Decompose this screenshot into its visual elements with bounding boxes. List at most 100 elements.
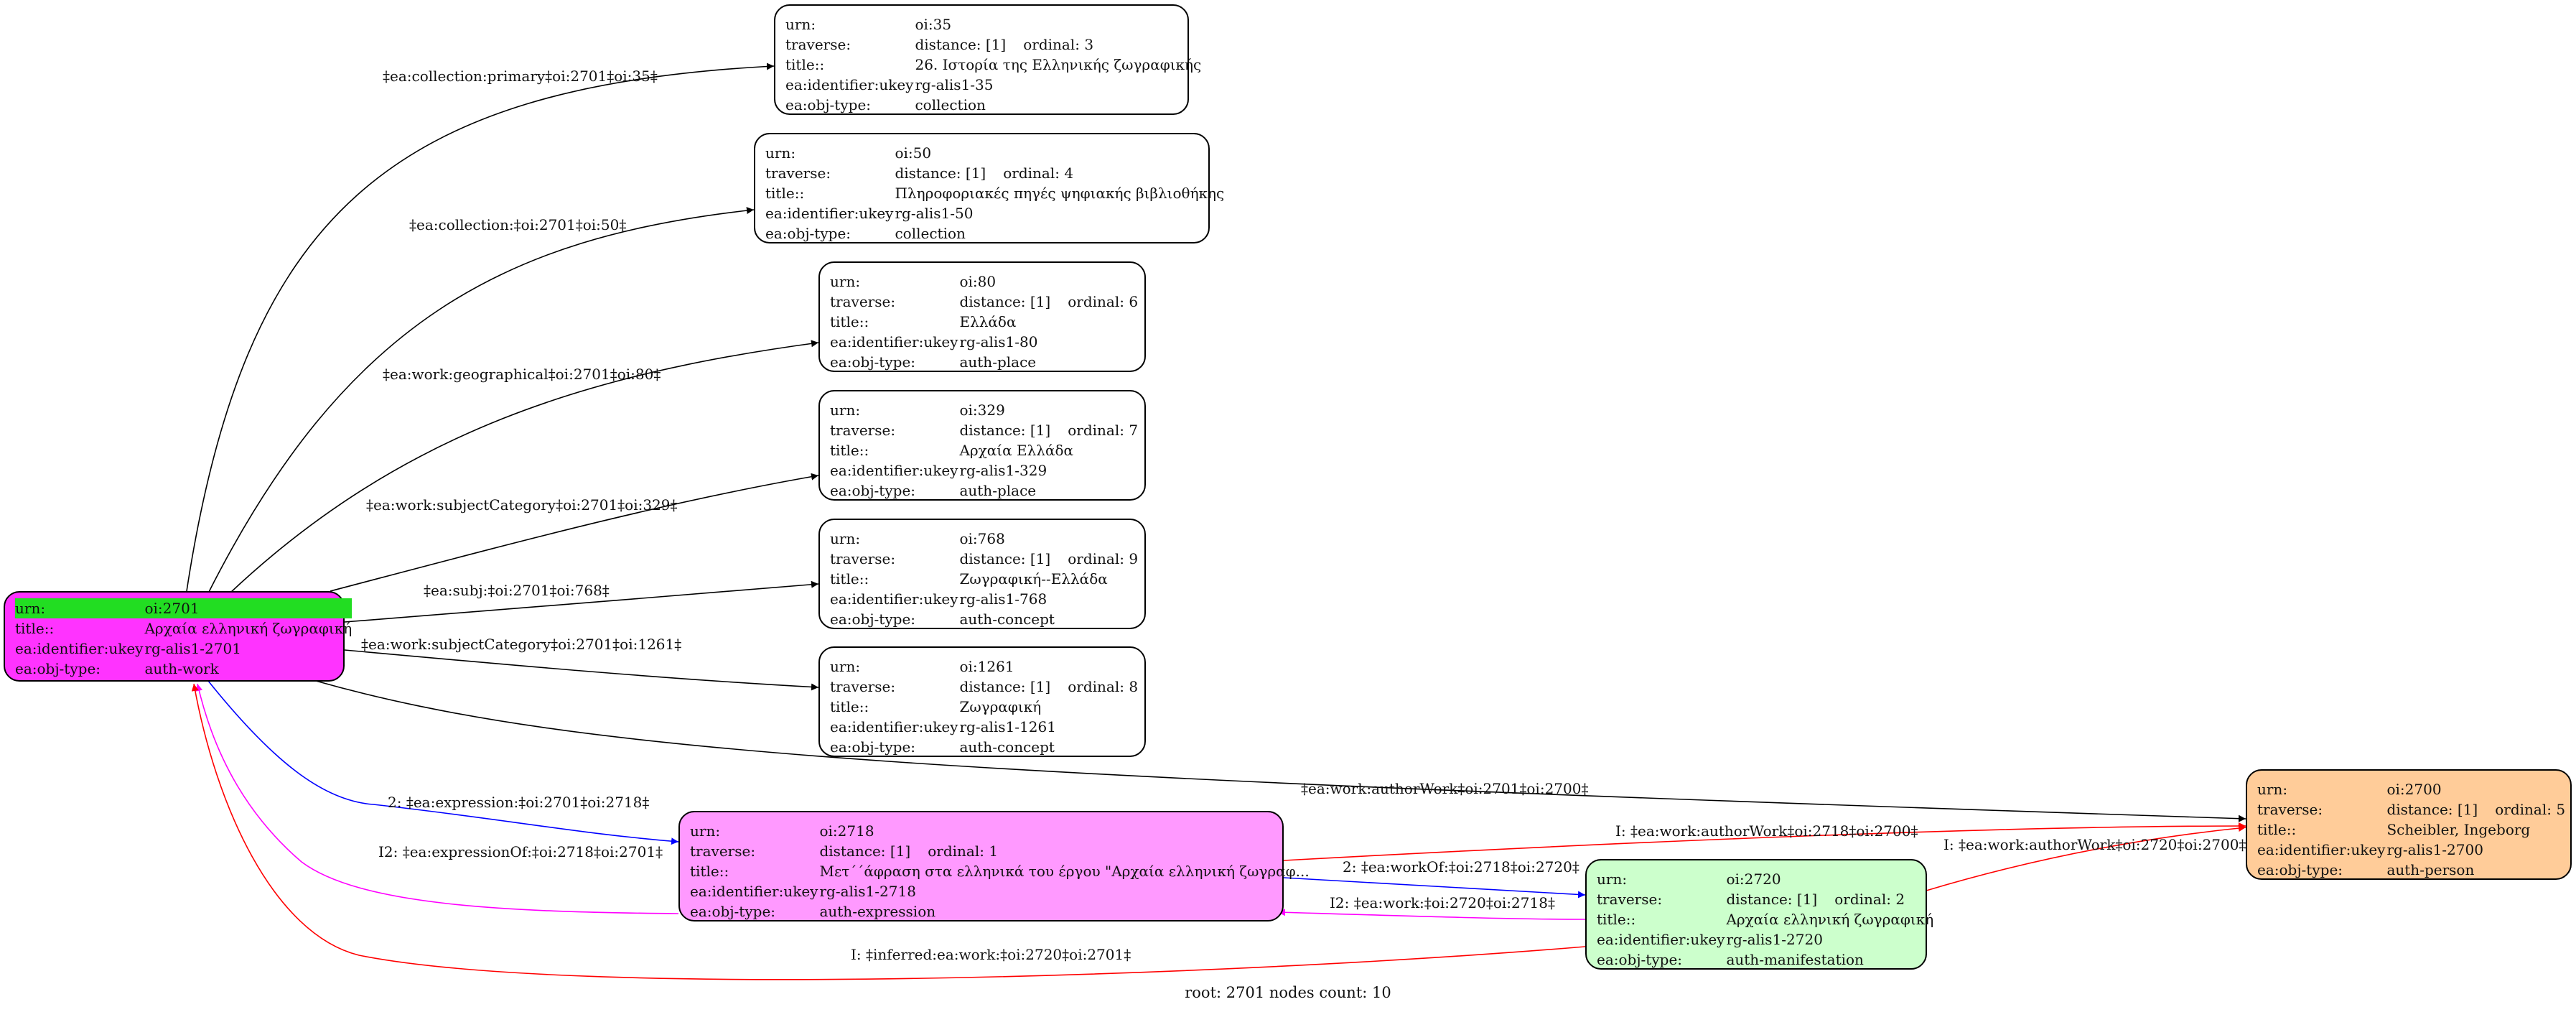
node-oi-2701-root[interactable]: urn:oi:2701 title::Αρχαία ελληνική ζωγρα…: [4, 591, 353, 682]
edge-label: 2: ‡ea:expression:‡oi:2701‡oi:2718‡: [388, 794, 649, 811]
objtype-value: auth-place: [959, 482, 1037, 499]
edge-2701-329: [330, 473, 819, 592]
objtype-value: auth-manifestation: [1726, 951, 1864, 968]
edge-2720-2700: [1926, 825, 2246, 891]
title-value: Μετ΄΄άφραση στα ελληνικά του έργου "Αρχα…: [819, 863, 1310, 880]
title-value: Ζωγραφική: [959, 698, 1042, 715]
ordinal-value: ordinal: 2: [1834, 891, 1905, 908]
ukey-value: rg-alis1-35: [915, 76, 994, 93]
ordinal-value: ordinal: 9: [1068, 550, 1139, 567]
ukey-value: rg-alis1-2701: [144, 640, 241, 657]
ukey-value: rg-alis1-50: [895, 205, 974, 222]
edge-2701-2718: [207, 680, 679, 845]
field-label: traverse:: [1597, 891, 1663, 908]
objtype-value: auth-expression: [819, 903, 936, 920]
urn-value: oi:35: [915, 16, 952, 33]
objtype-value: auth-work: [144, 660, 219, 677]
field-label: ea:obj-type:: [785, 96, 872, 113]
distance-value: distance: [1]: [959, 550, 1051, 567]
title-value: Ζωγραφική--Ελλάδα: [959, 570, 1108, 588]
edge-label: ‡ea:work:subjectCategory‡oi:2701‡oi:329‡: [366, 496, 678, 514]
node-oi-2720[interactable]: urn:oi:2720 traverse:distance: [1]ordina…: [1585, 859, 1933, 970]
edge-label: ‡ea:collection:‡oi:2701‡oi:50‡: [409, 216, 626, 233]
field-label: ea:identifier:ukey: [1597, 931, 1725, 948]
node-oi-768[interactable]: urn: oi:768 traverse: distance: [1] ordinal…: [818, 519, 1146, 629]
edge-label: I: ‡inferred:ea:work:‡oi:2720‡oi:2701‡: [851, 946, 1131, 963]
field-label: urn:: [765, 144, 796, 162]
field-label: ea:identifier:ukey: [785, 76, 914, 93]
field-label: ea:identifier:ukey: [690, 883, 818, 900]
field-label: ea:identifier:ukey: [765, 205, 894, 222]
edge-2701-1261: [344, 649, 819, 691]
ukey-value: rg-alis1-2700: [2386, 841, 2483, 858]
title-value: Πληροφοριακές πηγές ψηφιακής βιβλιοθήκης: [895, 185, 1225, 202]
objtype-value: auth-concept: [959, 738, 1055, 756]
field-label: traverse:: [2257, 801, 2323, 818]
distance-value: distance: [1]: [959, 678, 1051, 695]
field-label: ea:obj-type:: [830, 353, 916, 371]
field-label: urn:: [1597, 871, 1628, 888]
node-oi-2718[interactable]: urn:oi:2718 traverse:distance: [1]ordina…: [678, 811, 1310, 922]
distance-value: distance: [1]: [895, 164, 986, 182]
ukey-value: rg-alis1-768: [959, 590, 1047, 608]
distance-value: distance: [1]: [915, 36, 1007, 53]
edge-2701-80: [229, 340, 819, 594]
graph-footer: root: 2701 nodes count: 10: [1185, 984, 1391, 1001]
field-label: ea:obj-type:: [830, 738, 916, 756]
field-label: ea:obj-type:: [765, 225, 851, 242]
node-oi-1261[interactable]: urn:oi:1261 traverse:distance: [1]ordina…: [818, 646, 1146, 757]
urn-value: oi:768: [959, 530, 1005, 547]
title-value: Αρχαία Ελλάδα: [959, 442, 1074, 459]
node-oi-50[interactable]: urn:oi:50 traverse:distance: [1]ordinal:…: [754, 133, 1224, 243]
distance-value: distance: [1]: [819, 842, 911, 860]
field-label: ea:identifier:ukey: [830, 718, 958, 735]
field-label: urn:: [830, 658, 861, 675]
field-label: ea:obj-type:: [690, 903, 776, 920]
node-oi-329[interactable]: urn:oi:329 traverse:distance: [1]ordinal…: [818, 390, 1146, 501]
objtype-value: collection: [915, 96, 986, 113]
title-value: Ελλάδα: [959, 313, 1017, 330]
edge-label: ‡ea:work:authorWork‡oi:2701‡oi:2700‡: [1301, 780, 1588, 797]
field-label: title::: [830, 313, 869, 330]
edge-label: ‡ea:collection:primary‡oi:2701‡oi:35‡: [383, 68, 658, 85]
edge-2701-768: [344, 580, 819, 623]
node-oi-35[interactable]: urn:oi:35 traverse:distance: [1]ordinal:…: [774, 4, 1201, 115]
edge-2718-2701: [195, 683, 679, 914]
field-label: traverse:: [765, 164, 831, 182]
ordinal-value: ordinal: 8: [1068, 678, 1139, 695]
edge-label: I2: ‡ea:work:‡oi:2720‡oi:2718‡: [1330, 894, 1555, 911]
edge-label: I2: ‡ea:expressionOf:‡oi:2718‡oi:2701‡: [378, 843, 663, 860]
objtype-value: auth-person: [2386, 861, 2475, 878]
field-label: title::: [830, 698, 869, 715]
field-label: title::: [830, 442, 869, 459]
node-oi-2700[interactable]: urn:oi:2700 traverse:distance: [1]ordina…: [2246, 769, 2572, 880]
title-value: Scheibler, Ingeborg: [2386, 821, 2531, 838]
ukey-value: rg-alis1-80: [959, 333, 1038, 351]
distance-value: distance: [1]: [1726, 891, 1818, 908]
ordinal-value: ordinal: 1: [928, 842, 999, 860]
ukey-value: rg-alis1-329: [959, 462, 1047, 479]
urn-value: oi:2701: [143, 598, 353, 618]
field-label: traverse:: [830, 422, 896, 439]
urn-value: oi:329: [959, 401, 1005, 419]
field-label: ea:obj-type:: [2257, 861, 2343, 878]
field-label: title::: [1597, 911, 1636, 928]
field-label: ea:identifier:ukey: [830, 333, 958, 351]
edge-2718-2700: [1283, 822, 2246, 861]
objtype-value: auth-place: [959, 353, 1037, 371]
node-oi-80[interactable]: urn:oi:80 traverse:distance: [1]ordinal:…: [818, 261, 1146, 372]
field-label: ea:obj-type:: [1597, 951, 1683, 968]
objtype-value: auth-concept: [959, 611, 1055, 628]
field-label: urn:: [830, 530, 861, 547]
field-label: title::: [785, 56, 825, 73]
edge-2701-2700: [315, 680, 2246, 822]
field-label: urn:: [15, 598, 144, 618]
field-label: ea:identifier:ukey: [830, 590, 958, 608]
field-label: urn:: [785, 16, 816, 33]
field-label: traverse:: [830, 550, 896, 567]
distance-value: distance: [1]: [2386, 801, 2478, 818]
field-label: traverse:: [690, 842, 756, 860]
ordinal-value: ordinal: 7: [1068, 422, 1139, 439]
distance-value: distance: [1]: [959, 293, 1051, 310]
